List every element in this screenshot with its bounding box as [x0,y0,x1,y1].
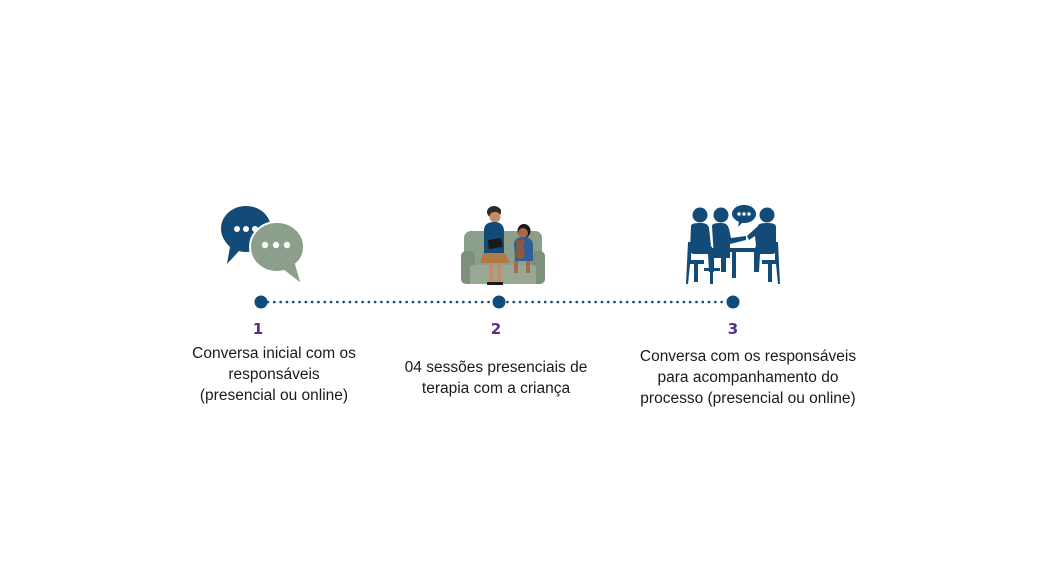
step-3-description: Conversa com os responsáveis para acompa… [618,346,878,409]
step-3-line-2: para acompanhamento do [657,369,839,386]
step-1-line-3: (presencial ou online) [199,387,349,404]
step-2-description: 04 sessões presenciais de terapia com a … [386,357,606,399]
timeline-node-2 [492,295,506,309]
timeline-node-1 [254,295,268,309]
timeline-node-3 [726,295,740,309]
step-3-number: 3 [727,320,739,338]
step-1-line-2: responsáveis [228,366,320,383]
step-2-number: 2 [490,320,502,338]
meeting-table-icon [686,202,780,286]
step-3-line-1: Conversa com os responsáveis [639,348,857,365]
step-3-line-3: processo (presencial ou online) [640,390,856,407]
step-2-line-2: terapia com a criança [421,380,571,397]
step-1-description: Conversa inicial com os responsáveis (pr… [164,343,384,406]
step-1-line-1: Conversa inicial com os [192,345,356,362]
speech-bubbles-icon [220,204,306,286]
therapy-session-icon [458,203,548,289]
step-1-number: 1 [252,320,264,338]
step-2-line-1: 04 sessões presenciais de [404,359,588,376]
